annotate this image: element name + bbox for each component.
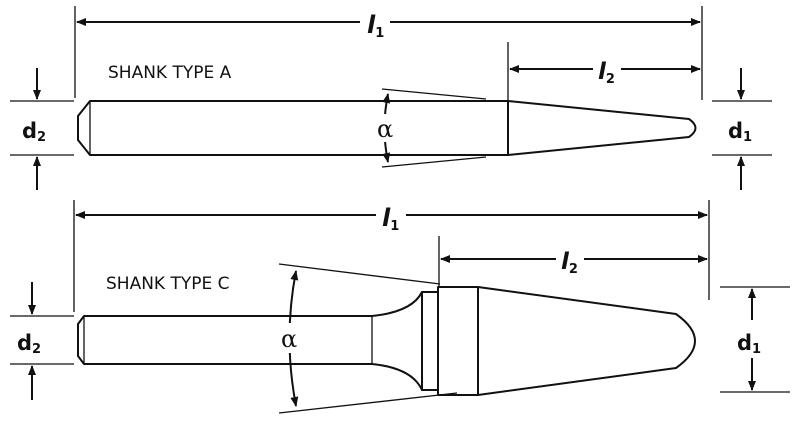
type-c-d2-label: d2 [17, 331, 41, 357]
shank-type-a-title: SHANK TYPE A [108, 63, 232, 83]
type-a-angle-line-bottom [381, 156, 487, 168]
type-a-shank [77, 100, 509, 156]
type-c-head-base [437, 286, 479, 396]
type-c-l2-label-bg [556, 248, 584, 270]
shank-type-a-group: SHANK TYPE A l1 l2 α d2 [10, 6, 772, 190]
shank-type-c-group: SHANK TYPE C l1 l2 α [10, 200, 790, 414]
type-c-collar [421, 291, 439, 391]
type-c-shank [77, 291, 423, 391]
type-a-l2-label-bg [593, 58, 621, 80]
type-c-angle-line-top [278, 263, 441, 285]
type-c-d1-label: d1 [737, 331, 761, 357]
shank-type-c-title: SHANK TYPE C [106, 274, 230, 294]
type-a-angle-label: α [377, 115, 393, 143]
type-c-angle-label: α [281, 325, 297, 353]
type-a-angle-label-bg [374, 114, 400, 142]
type-c-l2-label: l2 [561, 249, 578, 277]
type-a-d2-label: d2 [22, 119, 46, 145]
type-a-cutting-head [507, 100, 697, 156]
type-a-l1-label: l1 [367, 11, 384, 41]
type-c-d1-label-bg [732, 324, 772, 356]
type-a-angle-line-top [381, 88, 487, 100]
type-c-angle-label-bg [278, 323, 306, 353]
type-a-l2-label: l2 [598, 59, 615, 87]
type-a-l1-label-bg [360, 12, 390, 34]
type-c-cutting-head [477, 286, 696, 396]
type-a-d1-label: d1 [728, 119, 752, 145]
type-c-angle-line-bottom [278, 392, 458, 414]
type-c-l1-label: l1 [382, 204, 399, 234]
type-c-l1-label-bg [376, 205, 406, 227]
